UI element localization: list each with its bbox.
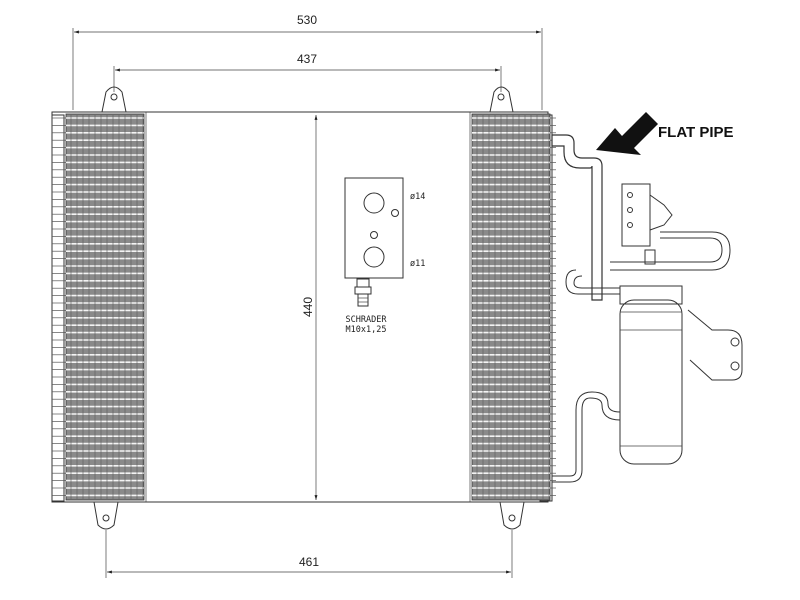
dimension-label-440: 440 [301,297,315,317]
dimension-height: 440 [301,115,318,500]
bottom-bracket-right [499,501,525,530]
port-block-detail: ø14 ø11 SCHRADER M10x1,25 [344,177,425,335]
bottom-bracket-left [93,501,119,530]
callout-arrow-icon [596,112,658,155]
top-bracket-left [101,86,127,113]
dimension-bottom-brackets: 461 [105,530,513,578]
dimension-label-437: 437 [297,52,317,66]
refrigerant-piping [551,134,743,483]
top-bracket-right [489,86,514,113]
receiver-dryer [619,285,683,465]
valve-thread-label: M10x1,25 [346,325,387,335]
dimension-label-461: 461 [299,555,319,569]
port-diameter-upper: ø14 [410,192,425,202]
condenser-core [51,111,556,503]
dimension-label-530: 530 [297,13,317,27]
flat-pipe-callout: FLAT PIPE [596,112,734,155]
port-diameter-lower: ø11 [410,259,425,269]
fin-block-left [65,113,145,501]
fin-block-right [471,113,551,501]
flat-pipe-label: FLAT PIPE [658,124,734,141]
pressure-switch-block [621,183,673,265]
dimension-overall-width: 530 [72,13,543,110]
dimension-top-brackets: 437 [113,52,502,92]
valve-type-label: SCHRADER [346,315,388,325]
